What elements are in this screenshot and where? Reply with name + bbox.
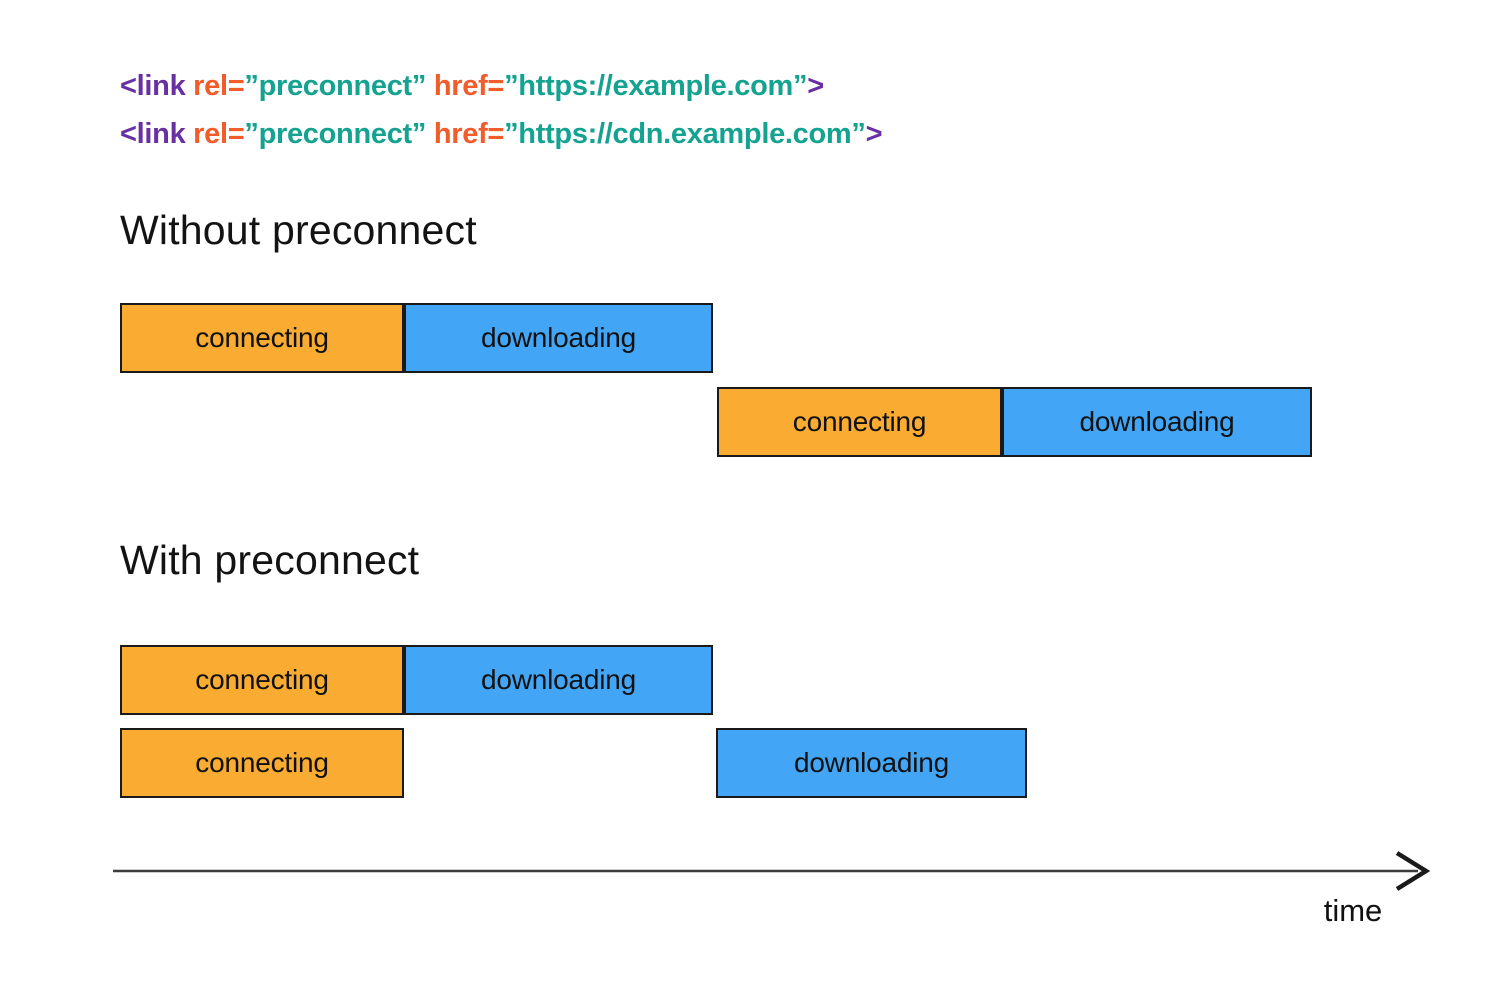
time-axis [113,851,1431,891]
downloading-bar: downloading [404,303,713,373]
code-token: > [807,70,824,102]
code-token: rel= [185,70,245,102]
code-snippet: <link rel=”preconnect” href=”https://exa… [120,62,883,158]
bar-label: connecting [792,406,927,437]
code-token: <link [120,118,186,150]
code-token: href= [426,118,505,150]
code-token: ”preconnect” [244,70,427,102]
time-axis-label: time [1323,893,1383,928]
code-token: > [865,118,883,150]
section-title-without-preconnect: Without preconnect [120,207,477,253]
code-token: ”preconnect” [244,118,427,150]
bar-label: downloading [793,747,950,778]
code-token: ”https://example.com” [504,70,808,102]
code-token: rel= [185,118,245,150]
code-token: href= [426,70,505,102]
bar-label: downloading [480,664,637,695]
bar-label: downloading [480,322,637,353]
code-line-2: <link rel=”preconnect” href=”https://cdn… [120,110,883,158]
code-token: ”https://cdn.example.com” [504,118,866,150]
arrow-right-icon [1395,851,1431,891]
bar-label: connecting [195,322,329,353]
bar-label: connecting [195,664,329,695]
section-title-with-preconnect: With preconnect [120,537,420,583]
code-token: <link [120,70,186,102]
bar-label: downloading [1079,406,1235,437]
downloading-bar: downloading [1002,387,1312,457]
connecting-bar: connecting [717,387,1002,457]
connecting-bar: connecting [120,645,404,715]
connecting-bar: connecting [120,303,404,373]
downloading-bar: downloading [716,728,1027,798]
connecting-bar: connecting [120,728,404,798]
downloading-bar: downloading [404,645,713,715]
bar-label: connecting [195,747,329,778]
code-line-1: <link rel=”preconnect” href=”https://exa… [120,62,882,110]
